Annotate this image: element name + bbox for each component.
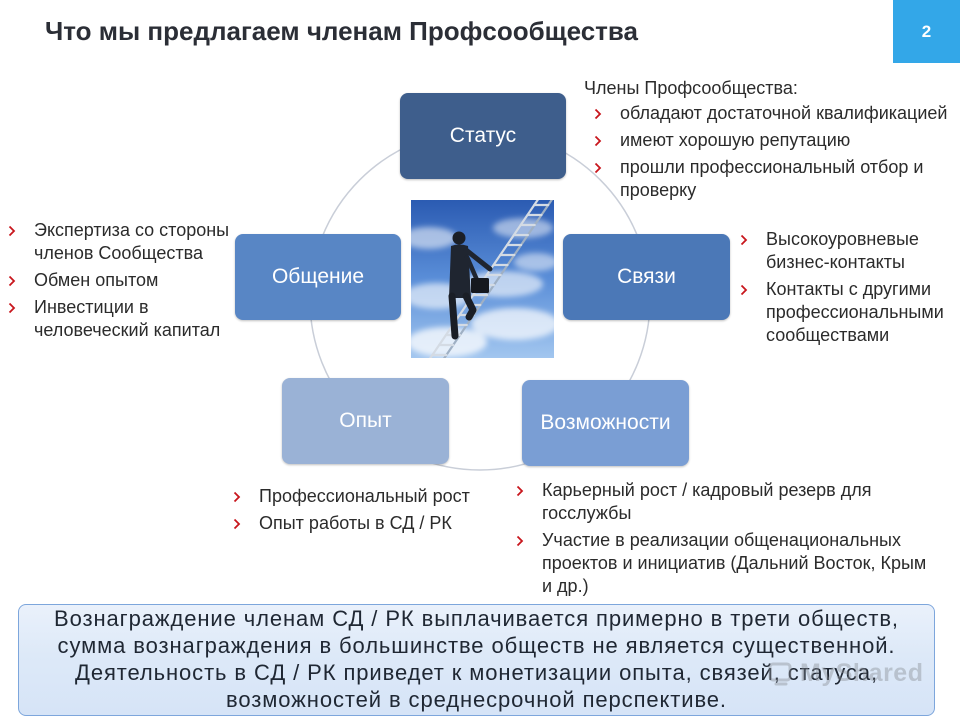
list-item-text: Инвестиции в [34, 296, 229, 319]
list-item: Инвестиции в человеческий капитал [8, 296, 229, 342]
bullet-arrow-icon [8, 302, 16, 314]
list-item: Контакты с другими профессиональными соо… [740, 278, 944, 347]
list-item: Экспертиза со стороны членов Сообщества [8, 219, 229, 265]
box-opportunities-label: Возможности [540, 411, 670, 435]
list-item-text: Обмен опытом [34, 269, 229, 292]
list-item-text: Контакты с другими [766, 278, 944, 301]
briefcase [471, 278, 489, 293]
bullet-arrow-icon [8, 225, 16, 237]
list-item: Обмен опытом [8, 269, 229, 292]
list-item-text: имеют хорошую репутацию [620, 129, 947, 152]
box-status: Статус [400, 93, 566, 179]
list-item-text: проверку [620, 179, 947, 202]
communication-notes: Экспертиза со стороны членов Сообщества … [8, 219, 229, 342]
box-status-label: Статус [450, 124, 516, 148]
list-item-text: человеческий капитал [34, 319, 229, 342]
list-item-text: обладают достаточной квалификацией [620, 102, 947, 125]
bullet-arrow-icon [740, 234, 748, 246]
list-item: Карьерный рост / кадровый резерв для гос… [516, 479, 926, 525]
bullet-arrow-icon [594, 162, 602, 174]
list-item-text: Экспертиза со стороны [34, 219, 229, 242]
center-photo [411, 200, 554, 358]
list-item-text: Участие в реализации общенациональных [542, 529, 926, 552]
myshared-logo-icon [768, 660, 794, 686]
watermark: MyShared [768, 656, 923, 690]
status-notes: обладают достаточной квалификацией имеют… [594, 102, 947, 202]
list-item-text: Высокоуровневые [766, 228, 944, 251]
box-communication-label: Общение [272, 265, 364, 289]
box-connections-label: Связи [617, 265, 676, 289]
opportunities-notes: Карьерный рост / кадровый резерв для гос… [516, 479, 926, 598]
list-item: Участие в реализации общенациональных пр… [516, 529, 926, 598]
bullet-arrow-icon [233, 518, 241, 530]
box-connections: Связи [563, 234, 730, 320]
list-item-text: и др.) [542, 575, 926, 598]
bullet-arrow-icon [516, 535, 524, 547]
bullet-arrow-icon [594, 135, 602, 147]
bullet-arrow-icon [516, 485, 524, 497]
list-item: Профессиональный рост [233, 485, 470, 508]
connections-notes: Высокоуровневые бизнес-контакты Контакты… [740, 228, 944, 347]
list-item-text: госслужбы [542, 502, 926, 525]
list-item: Высокоуровневые бизнес-контакты [740, 228, 944, 274]
summary-line: возможностей в среднесрочной перспективе… [19, 686, 934, 713]
bullet-arrow-icon [8, 275, 16, 287]
list-item-text: профессиональными [766, 301, 944, 324]
list-item-text: проектов и инициатив (Дальний Восток, Кр… [542, 552, 926, 575]
box-communication: Общение [235, 234, 401, 320]
list-item-text: Профессиональный рост [259, 485, 470, 508]
box-experience: Опыт [282, 378, 449, 464]
list-item: имеют хорошую репутацию [594, 129, 947, 152]
bullet-arrow-icon [594, 108, 602, 120]
bullet-arrow-icon [740, 284, 748, 296]
list-item: Опыт работы в СД / РК [233, 512, 470, 535]
bullet-arrow-icon [233, 491, 241, 503]
list-item-text: сообществами [766, 324, 944, 347]
list-item: обладают достаточной квалификацией [594, 102, 947, 125]
experience-notes: Профессиональный рост Опыт работы в СД /… [233, 485, 470, 535]
summary-line: Вознаграждение членам СД / РК выплачивае… [19, 605, 934, 632]
list-item: прошли профессиональный отбор и проверку [594, 156, 947, 202]
summary-line: сумма вознаграждения в большинстве общес… [19, 632, 934, 659]
box-experience-label: Опыт [339, 409, 391, 433]
list-item-text: бизнес-контакты [766, 251, 944, 274]
list-item-text: Опыт работы в СД / РК [259, 512, 470, 535]
list-item-text: Карьерный рост / кадровый резерв для [542, 479, 926, 502]
list-item-text: прошли профессиональный отбор и [620, 156, 947, 179]
watermark-text: MyShared [800, 659, 923, 688]
list-item-text: членов Сообщества [34, 242, 229, 265]
box-opportunities: Возможности [522, 380, 689, 466]
status-notes-heading: Члены Профсообщества: [584, 77, 798, 100]
